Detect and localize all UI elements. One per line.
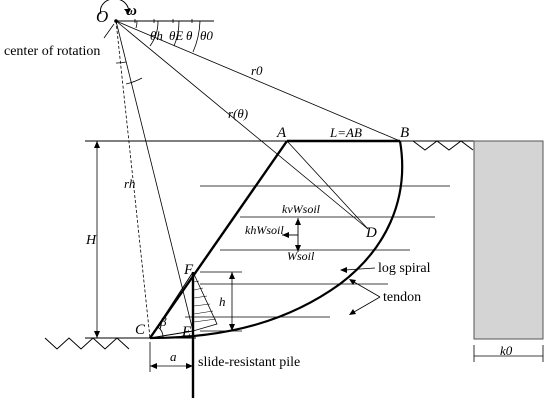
line-AD [286, 140, 369, 230]
slope-face-AC [149, 140, 288, 339]
label-F: F [183, 262, 194, 278]
label-D: D [365, 225, 377, 241]
log-spiral-pointer-head [340, 267, 347, 273]
hatch-lines [193, 280, 217, 323]
angle-arcs [115, 20, 201, 85]
tendon-line-upper [353, 281, 381, 298]
label-H: H [85, 233, 97, 248]
label-O: O [96, 7, 108, 26]
H-arrow-top [94, 141, 100, 148]
label-L-AB: L=AB [329, 125, 362, 140]
label-center-of-rotation: center of rotation [4, 44, 100, 59]
retaining-wall [473, 140, 544, 340]
label-theta: θ [186, 28, 193, 43]
radius-r-theta [115, 20, 369, 230]
label-a: a [170, 349, 177, 364]
label-log-spiral: log spiral [378, 261, 431, 276]
omega-arrowhead [124, 9, 131, 14]
line-CE [149, 330, 194, 339]
soil-layer-lines [185, 185, 450, 318]
label-beta: β [159, 314, 167, 329]
o-tick-marks [134, 19, 193, 23]
label-rh: rh [124, 176, 135, 191]
label-r0: r0 [251, 63, 263, 78]
label-slide-resistant-pile: slide-resistant pile [198, 355, 300, 370]
a-arrow-right [186, 363, 193, 369]
label-kv-w-soil: kvWsoil [282, 202, 321, 216]
label-A: A [276, 125, 287, 141]
label-theta-E: θE [169, 28, 183, 43]
tendon-line-lower [353, 296, 381, 313]
omega-rotation-arrow [100, 0, 129, 15]
a-dimension [149, 342, 193, 372]
log-spiral-curve [149, 140, 404, 340]
label-C: C [135, 322, 146, 338]
kh-arrowhead [282, 232, 289, 238]
log-spiral-pointer [344, 267, 376, 271]
tendon-arrow-upper [349, 279, 356, 285]
point-O [114, 19, 118, 23]
h-dimension [200, 271, 242, 332]
label-h: h [219, 294, 226, 309]
H-arrow-bottom [94, 331, 100, 338]
center-of-rotation-pointer [103, 23, 115, 39]
label-theta-0: θ0 [200, 28, 213, 43]
label-omega: ω [126, 3, 137, 19]
a-arrow-left [150, 363, 157, 369]
kv-arrowhead [295, 218, 301, 225]
radius-r0 [115, 20, 401, 142]
w-arrowhead [295, 245, 301, 252]
h-arrow-bottom [229, 324, 235, 331]
label-w-soil: Wsoil [287, 249, 315, 263]
label-kh-w-soil: khWsoil [245, 223, 284, 237]
label-theta-h: θh [150, 28, 163, 43]
label-E: E [181, 324, 191, 340]
hatched-wedge [192, 271, 218, 332]
k0-label: k0 [500, 343, 513, 358]
top-ground-hatch [412, 140, 474, 151]
H-dimension [85, 140, 110, 338]
label-B: B [400, 125, 409, 141]
beta-arc [157, 326, 164, 339]
h-arrow-top [229, 272, 235, 279]
line-FE-left [149, 271, 194, 339]
toe-ground-hatch [44, 337, 130, 350]
radius-to-E [115, 20, 194, 332]
label-r-theta: r(θ) [228, 106, 248, 121]
label-tendon: tendon [383, 290, 421, 305]
radius-rh [115, 20, 151, 339]
tendon-arrow-lower [349, 309, 356, 315]
